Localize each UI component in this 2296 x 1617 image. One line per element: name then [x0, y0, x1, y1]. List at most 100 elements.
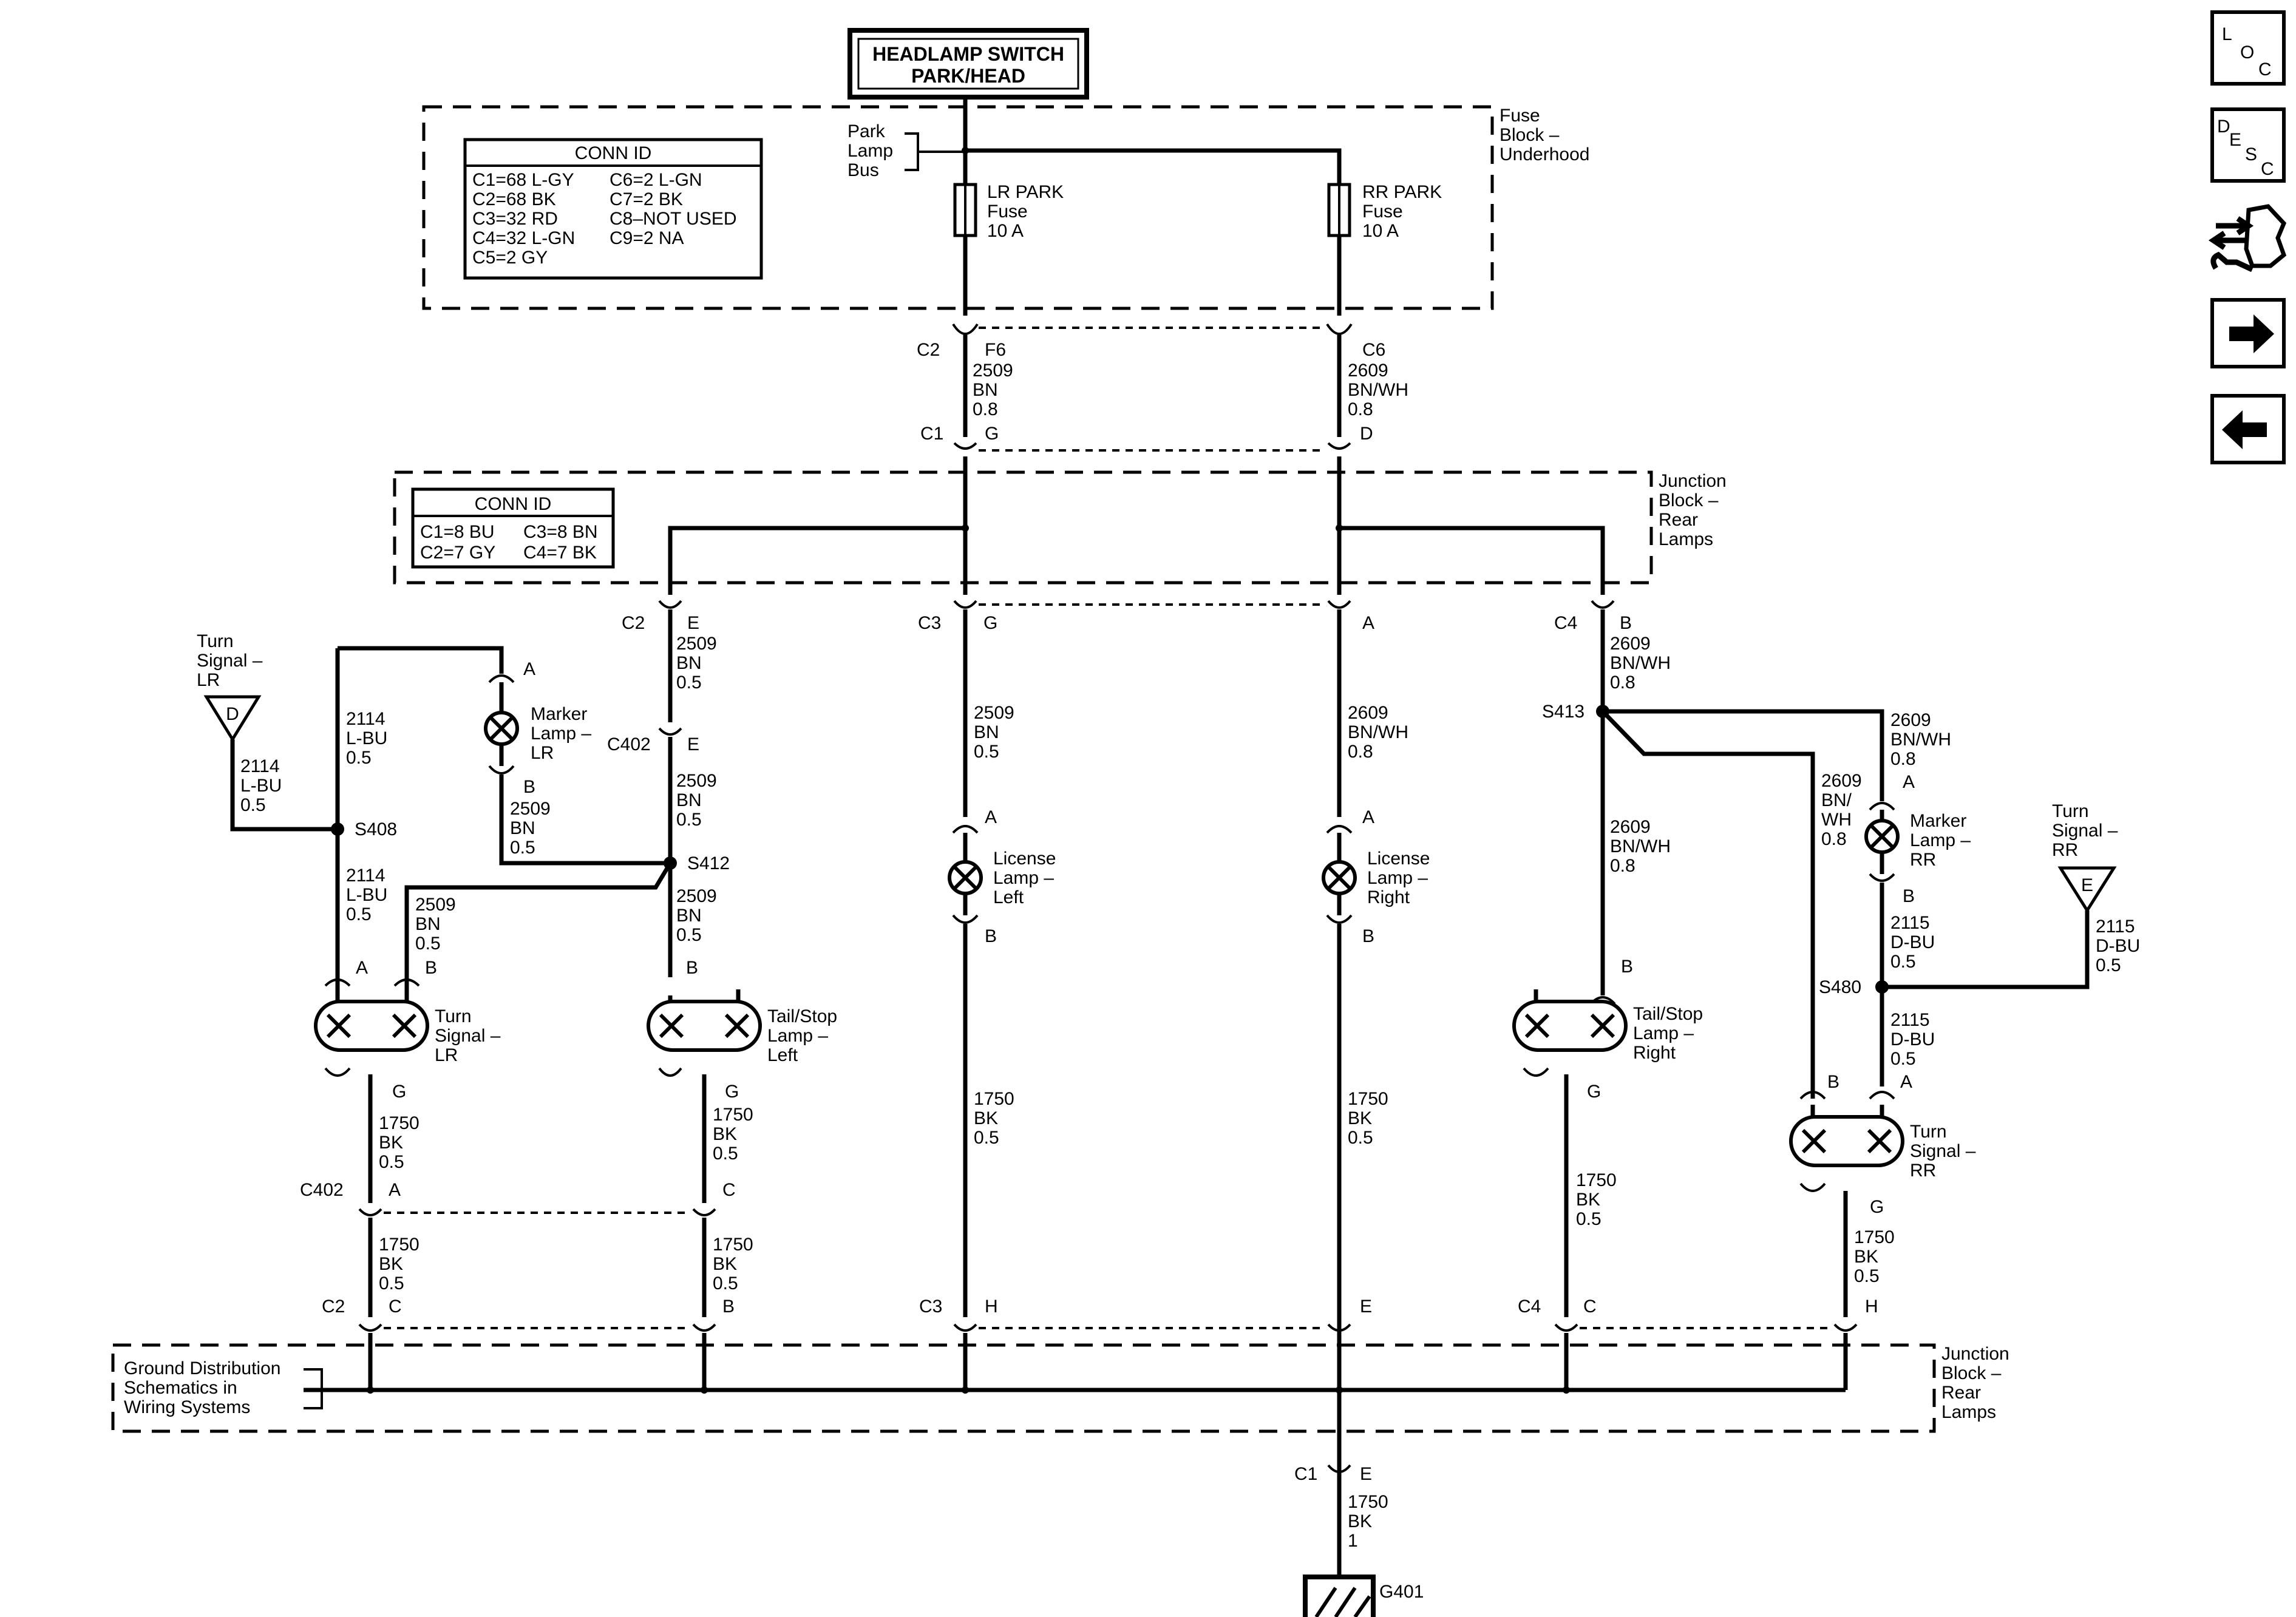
svg-text:B: B	[1827, 1072, 1839, 1092]
svg-text:Lamp –: Lamp –	[993, 868, 1054, 888]
svg-text:B: B	[425, 958, 437, 978]
svg-text:Park: Park	[847, 121, 886, 141]
svg-text:2114: 2114	[346, 866, 385, 886]
svg-text:1750: 1750	[713, 1235, 753, 1255]
svg-text:Underhood: Underhood	[1500, 144, 1589, 164]
svg-text:RR: RR	[2052, 840, 2078, 860]
ground-distribution-reference[interactable]: Ground Distribution Schematics in Wiring…	[124, 1358, 340, 1417]
svg-text:B: B	[1362, 926, 1374, 946]
svg-text:2509: 2509	[973, 361, 1013, 381]
svg-text:C9=2 NA: C9=2 NA	[610, 228, 684, 248]
connector-labels-jb: C2 E C3 G A C4 B	[622, 613, 1632, 633]
svg-text:Fuse: Fuse	[1362, 202, 1403, 222]
svg-text:S412: S412	[687, 853, 730, 873]
svg-text:Right: Right	[1633, 1043, 1676, 1063]
svg-text:B: B	[1621, 957, 1633, 977]
svg-text:Left: Left	[993, 887, 1024, 907]
tail-stop-lamp-right: B Tail/Stop Lamp – Right	[1512, 957, 1703, 1063]
svg-text:1750: 1750	[713, 1105, 753, 1125]
svg-text:D-BU: D-BU	[1890, 932, 1935, 952]
wire-label-2509-license: 2509 BN 0.5	[974, 703, 1014, 762]
svg-text:Block –: Block –	[1500, 125, 1560, 145]
connector-c1-top	[953, 442, 977, 450]
svg-text:0.5: 0.5	[676, 810, 702, 830]
svg-text:A: A	[523, 659, 535, 679]
svg-text:E: E	[2081, 875, 2093, 895]
wire-label-1750-ground: 1750 BK 1	[1348, 1492, 1388, 1551]
license-lamp-left: A License Lamp – Left B	[948, 807, 1056, 946]
marker-lamp-lr: Marker Lamp – LR	[484, 674, 591, 775]
svg-text:C: C	[722, 1180, 736, 1200]
svg-text:C5=2 GY: C5=2 GY	[472, 248, 548, 268]
svg-text:BN: BN	[510, 818, 535, 838]
connector-c6	[1326, 323, 1353, 335]
svg-text:D: D	[1360, 424, 1373, 444]
svg-text:G: G	[1870, 1197, 1884, 1217]
headlamp-switch-title: HEADLAMP SWITCH PARK/HEAD	[847, 28, 1089, 100]
svg-text:Junction: Junction	[1941, 1344, 2009, 1364]
svg-text:0.5: 0.5	[346, 904, 372, 924]
svg-text:C: C	[1583, 1297, 1597, 1317]
svg-text:Ground Distribution: Ground Distribution	[124, 1358, 280, 1378]
svg-text:0.8: 0.8	[1610, 673, 1635, 693]
svg-text:0.5: 0.5	[1576, 1209, 1601, 1229]
svg-text:0.5: 0.5	[676, 673, 702, 693]
svg-text:Schematics in: Schematics in	[124, 1378, 237, 1398]
svg-text:C1: C1	[920, 424, 943, 444]
wire-label-2609-turn-r: 2609 BN/ WH 0.8	[1821, 771, 1862, 849]
turn-signal-lr-input: Turn Signal – LR D	[197, 631, 263, 742]
fuse-block-boundary	[422, 105, 1494, 310]
svg-text:Bus: Bus	[847, 160, 879, 180]
svg-text:CONN ID: CONN ID	[575, 143, 652, 163]
svg-text:Fuse: Fuse	[1500, 106, 1540, 126]
svg-text:B: B	[686, 958, 698, 978]
wire-label-1750-tail-r: 1750 BK 0.5	[1576, 1170, 1617, 1229]
svg-text:2115: 2115	[2096, 917, 2135, 937]
park-lamp-bus-label: Park Lamp Bus	[847, 121, 965, 180]
svg-text:A: A	[389, 1180, 401, 1200]
svg-text:E: E	[687, 734, 699, 754]
wire-label-2115-marker: 2115 D-BU 0.5	[1890, 913, 1935, 972]
svg-text:G: G	[985, 424, 999, 444]
svg-text:Fuse: Fuse	[987, 202, 1028, 222]
svg-text:0.5: 0.5	[676, 925, 702, 945]
wire-label-1750-license-r: 1750 BK 0.5	[1348, 1089, 1388, 1148]
wire-label-2509-turn: 2509 BN 0.5	[415, 895, 456, 954]
desc-button[interactable]: D E S C	[2210, 107, 2286, 183]
svg-text:2115: 2115	[1890, 913, 1930, 933]
svg-text:License: License	[1367, 849, 1430, 869]
junction-block-ground-boundary	[111, 1343, 1936, 1433]
svg-text:BN: BN	[974, 722, 999, 742]
jb-wire-right	[1339, 526, 1605, 595]
wire-label-2114-top: 2114 L-BU 0.5	[346, 709, 387, 768]
arrow-right-button[interactable]	[2210, 298, 2286, 368]
loc-button[interactable]: L O C	[2210, 10, 2286, 86]
svg-text:B: B	[1620, 613, 1632, 633]
svg-text:BN: BN	[676, 653, 702, 673]
svg-text:D-BU: D-BU	[1890, 1029, 1935, 1049]
svg-text:2509: 2509	[676, 771, 717, 791]
ground-g401-icon: G401	[1303, 1575, 1424, 1617]
connector-wrench-icon[interactable]	[2208, 204, 2287, 273]
connector-c402-e	[658, 727, 682, 736]
bottom-connectors: C2 C B C3 H E C4 C H	[322, 1297, 1878, 1332]
svg-text:PARK/HEAD: PARK/HEAD	[911, 65, 1025, 87]
svg-text:0.5: 0.5	[379, 1152, 404, 1172]
svg-text:L: L	[2222, 24, 2232, 44]
lr-park-fuse: LR PARK Fuse 10 A	[953, 182, 1064, 241]
svg-text:C3: C3	[919, 1297, 942, 1317]
svg-text:0.5: 0.5	[240, 795, 266, 815]
arrow-left-button[interactable]	[2210, 394, 2286, 464]
svg-text:C4=7 BK: C4=7 BK	[523, 543, 597, 563]
wire-label-2509-c402: 2509 BN 0.5	[676, 771, 717, 830]
fuse-conn-id-table: CONN ID C1=68 L-GY C2=68 BK C3=32 RD C4=…	[463, 138, 763, 280]
svg-text:BN: BN	[676, 790, 702, 810]
junction-block-boundary	[393, 470, 1653, 585]
svg-text:2115: 2115	[1890, 1010, 1930, 1030]
svg-text:C2=7 GY: C2=7 GY	[420, 543, 495, 563]
license-lamp-right: A License Lamp – Right B	[1322, 807, 1430, 946]
svg-text:2609: 2609	[1610, 817, 1651, 837]
jb-wire-left	[668, 526, 965, 595]
svg-text:LR: LR	[435, 1045, 458, 1065]
wire-label-2609-license: 2609 BN/WH 0.8	[1348, 703, 1408, 762]
